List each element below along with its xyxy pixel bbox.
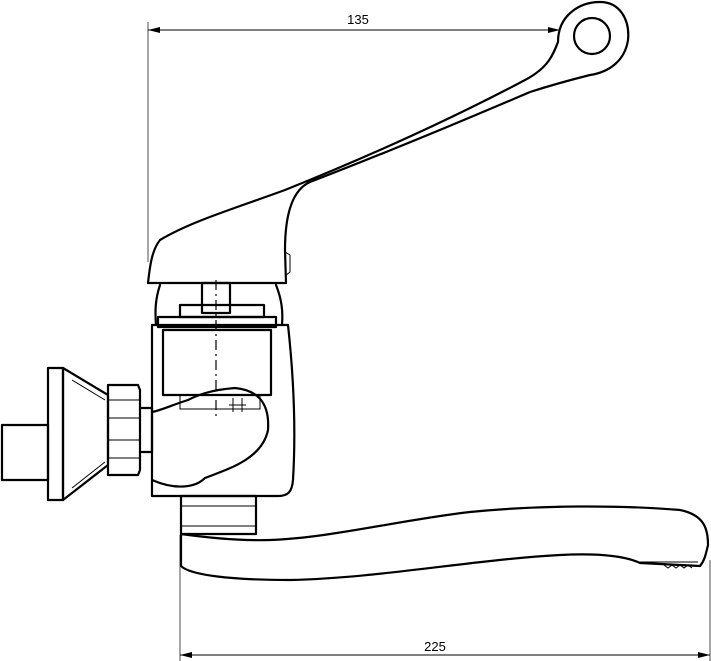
dimension-handle-reach: 135 [147,12,560,262]
arrow-right-icon [548,27,560,33]
dimension-spout-length: 225 [179,535,711,661]
collar-nut [179,494,258,536]
spout [179,505,710,582]
flange-cone-inner-lines [71,379,106,489]
stem-nut [178,303,266,319]
cartridge-collar [156,315,278,329]
cartridge-left-curve [154,283,162,327]
arrow-right-icon [698,652,710,658]
lever-arm [146,0,630,285]
cartridge-right-curve [274,283,284,327]
lever-ring-hole [572,16,612,56]
wall-flange-plate [46,366,65,502]
wall-connection [0,366,154,502]
arrow-left-icon [180,652,192,658]
inlet-coupling [138,406,154,454]
lever-handle [146,0,630,285]
dimension-label-135: 135 [347,12,369,27]
hex-nut [106,383,142,477]
dimension-label-225: 225 [424,639,446,654]
valve-cartridge [154,281,284,329]
lever-pivot-tab [284,251,291,277]
cartridge-block [161,328,273,397]
spout-outline [179,505,710,582]
hex-nut-facets [108,399,140,459]
inner-chamber-outline [150,386,270,488]
inlet-pipe [0,423,50,482]
aerator-mesh-icon [663,564,693,569]
body-outline [150,323,296,498]
valve-body [150,280,296,498]
arrow-left-icon [148,27,160,33]
retaining-pin [229,398,246,412]
spout-collar [179,494,258,536]
